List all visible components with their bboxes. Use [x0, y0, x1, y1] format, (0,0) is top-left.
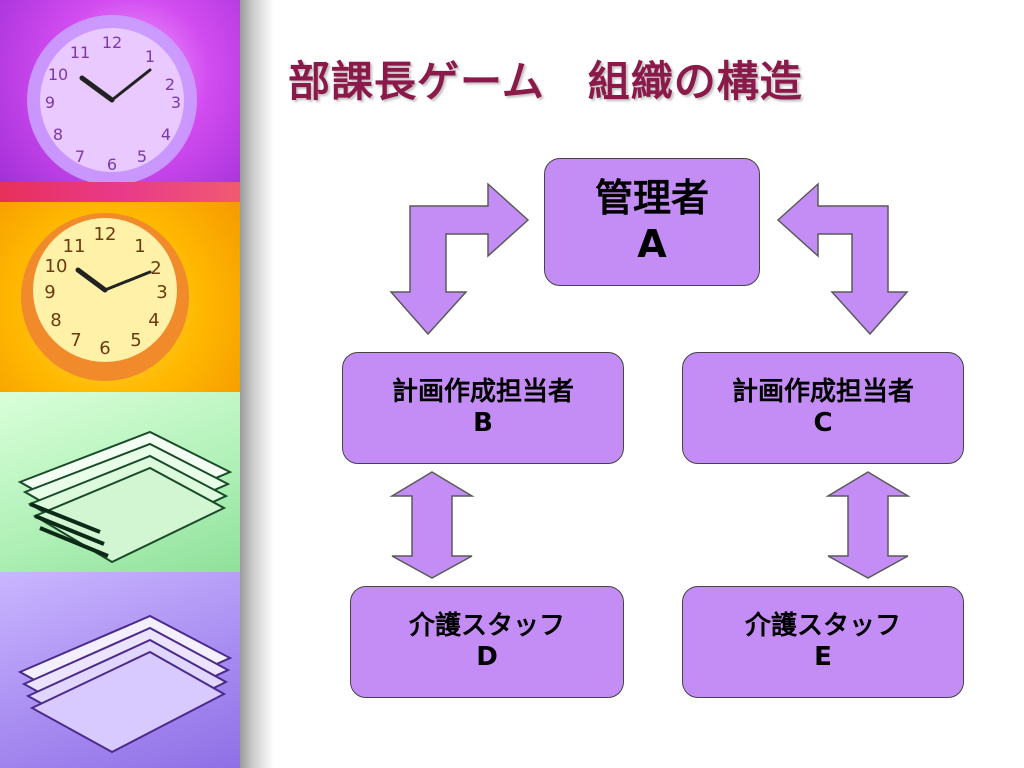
purple-papers-image: [0, 572, 240, 768]
svg-text:9: 9: [45, 93, 55, 112]
svg-text:3: 3: [171, 93, 181, 112]
planner-c-letter: C: [813, 408, 833, 438]
planner-c-box: 計画作成担当者 C: [682, 352, 964, 464]
svg-text:9: 9: [44, 282, 55, 303]
svg-text:11: 11: [63, 236, 86, 257]
svg-text:10: 10: [45, 256, 68, 277]
staff-e-letter: E: [814, 642, 832, 672]
svg-text:12: 12: [94, 224, 117, 245]
svg-text:5: 5: [137, 147, 147, 166]
bent-arrow-a-to-c: [776, 182, 909, 336]
manager-role: 管理者: [594, 176, 709, 221]
svg-text:6: 6: [99, 338, 110, 359]
planner-c-role: 計画作成担当者: [731, 376, 914, 407]
svg-text:8: 8: [50, 310, 61, 331]
svg-text:5: 5: [130, 330, 141, 351]
svg-text:11: 11: [70, 43, 90, 62]
svg-text:12: 12: [102, 33, 122, 52]
svg-text:7: 7: [70, 330, 81, 351]
manager-letter: A: [637, 222, 667, 266]
planner-b-role: 計画作成担当者: [391, 376, 574, 407]
svg-text:8: 8: [53, 125, 63, 144]
svg-text:7: 7: [75, 147, 85, 166]
staff-d-role: 介護スタッフ: [408, 610, 565, 641]
decorative-band: [0, 182, 240, 202]
svg-text:4: 4: [148, 310, 159, 331]
staff-d-box: 介護スタッフ D: [350, 586, 624, 698]
double-arrow-c-e: [825, 471, 911, 579]
staff-d-letter: D: [476, 642, 498, 672]
svg-text:6: 6: [107, 155, 117, 174]
svg-text:10: 10: [48, 65, 68, 84]
planner-b-box: 計画作成担当者 B: [342, 352, 624, 464]
slide-title: 部課長ゲーム 組織の構造: [288, 57, 803, 106]
strip-shadow: [240, 0, 274, 768]
green-papers-image: [0, 392, 240, 572]
svg-text:1: 1: [134, 236, 145, 257]
staff-e-box: 介護スタッフ E: [682, 586, 964, 698]
svg-text:4: 4: [161, 125, 171, 144]
double-arrow-b-d: [389, 471, 475, 579]
svg-text:2: 2: [150, 258, 161, 279]
svg-text:1: 1: [145, 47, 155, 66]
svg-text:2: 2: [165, 75, 175, 94]
staff-e-role: 介護スタッフ: [744, 610, 901, 641]
manager-box: 管理者 A: [544, 158, 760, 286]
bent-arrow-a-to-b: [389, 182, 530, 336]
planner-b-letter: B: [473, 408, 493, 438]
svg-text:3: 3: [156, 282, 167, 303]
